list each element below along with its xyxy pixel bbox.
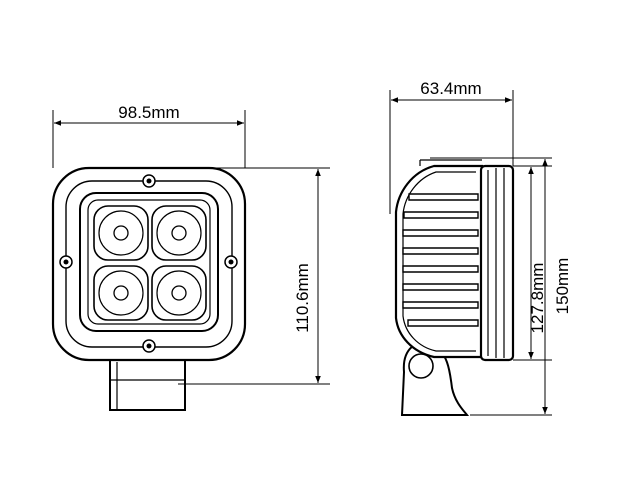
side-total-height-label: 150mm	[553, 258, 572, 315]
front-screw-bottom	[142, 339, 156, 353]
front-view: 98.5mm 110.6mm	[51, 103, 330, 411]
side-housing-height-dimension: 127.8mm	[513, 165, 552, 361]
side-cooling-fins	[402, 193, 479, 327]
side-view: 63.4mm 127.8mm 150mm	[389, 79, 572, 416]
side-mount-bracket	[400, 341, 470, 416]
front-width-label: 98.5mm	[118, 103, 179, 122]
side-front-bezel	[479, 164, 515, 362]
front-screw-left	[59, 255, 73, 269]
front-screw-right	[224, 255, 238, 269]
front-lens-inner	[87, 199, 211, 325]
side-depth-dimension: 63.4mm	[389, 79, 514, 214]
led-top-right	[151, 205, 207, 261]
side-depth-label: 63.4mm	[420, 79, 481, 98]
side-housing-height-label: 127.8mm	[528, 263, 547, 334]
front-screw-top	[142, 174, 156, 188]
led-bottom-left	[93, 265, 149, 321]
front-height-label: 110.6mm	[293, 263, 312, 333]
front-lens-frame	[79, 192, 219, 332]
side-total-height-dimension: 150mm	[430, 157, 572, 416]
front-height-dimension: 110.6mm	[178, 167, 330, 385]
led-top-left	[93, 205, 149, 261]
front-mount-bracket	[109, 355, 186, 411]
led-bottom-right	[151, 265, 207, 321]
front-width-dimension: 98.5mm	[52, 103, 246, 168]
side-housing	[394, 159, 484, 359]
front-housing-outer	[51, 166, 247, 362]
